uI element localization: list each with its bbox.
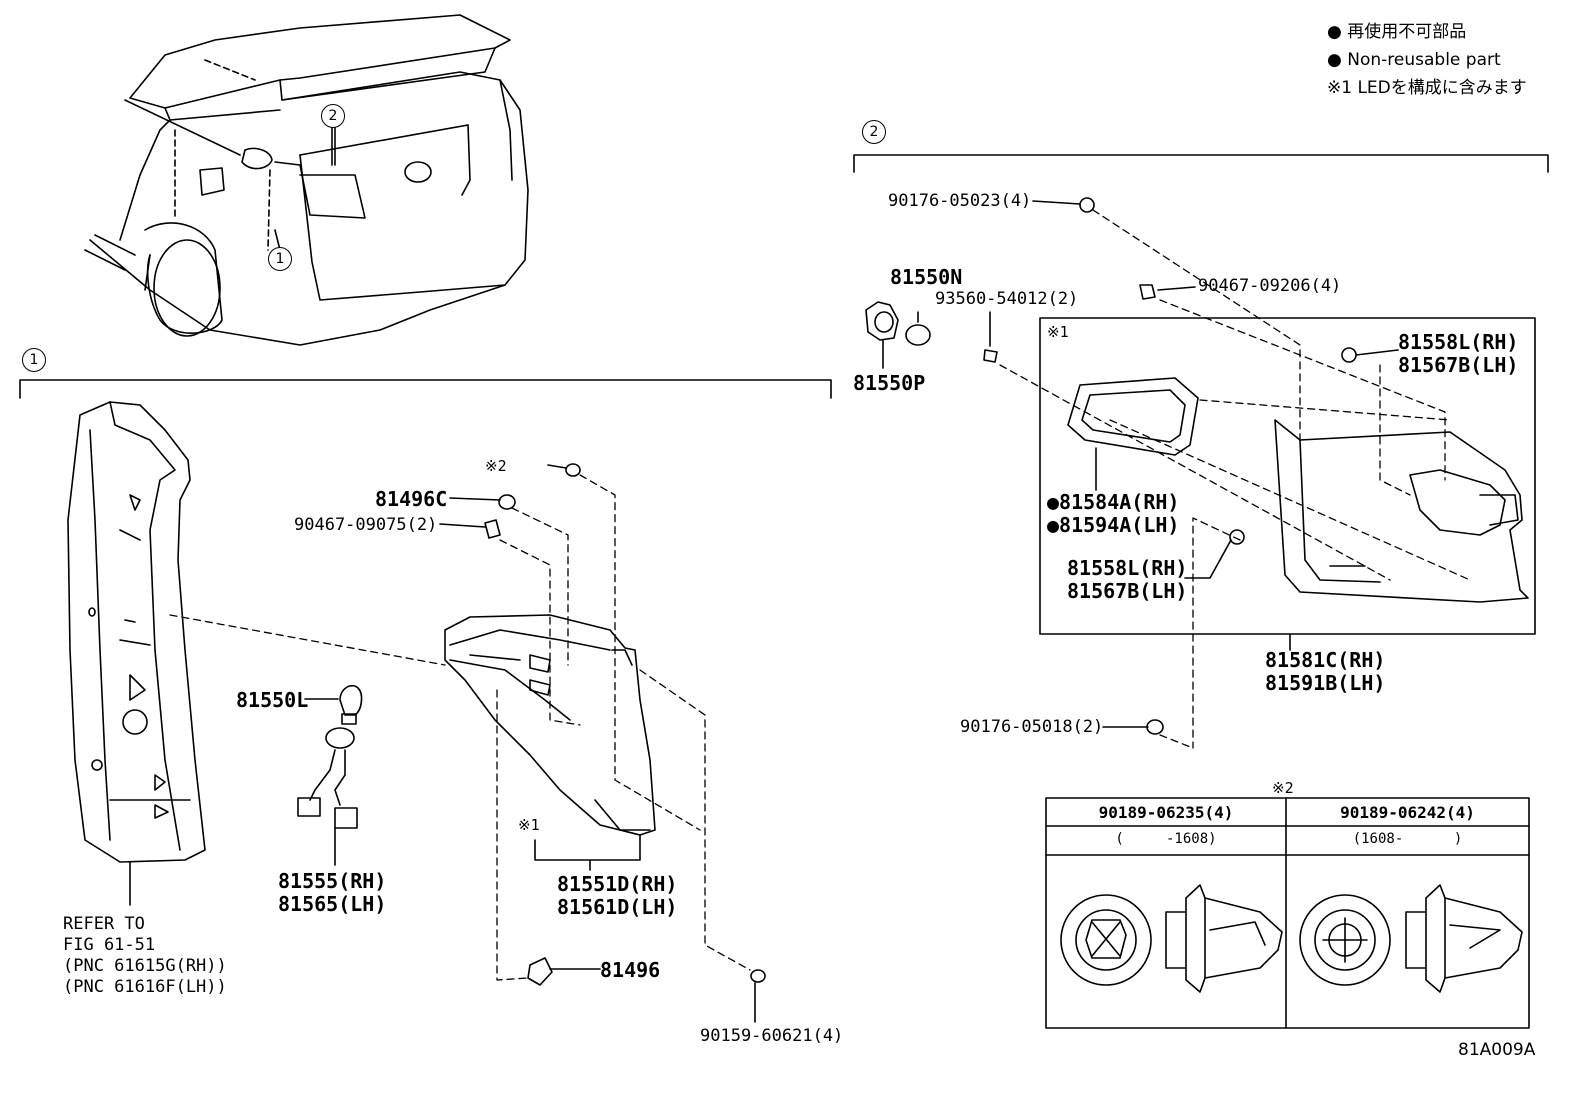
- part-label-81558L-rh-a: 81558L(RH): [1398, 330, 1519, 354]
- part-label-81496: 81496: [600, 958, 661, 982]
- legend-en-text: Non-reusable part: [1347, 50, 1501, 70]
- callout-1-vehicle: 1: [268, 247, 292, 271]
- socket-81550P-illustration: [865, 301, 931, 346]
- part-label-90176-05023: 90176-05023(4): [888, 191, 1032, 211]
- vehicle-rear-illustration: [84, 14, 529, 346]
- part-label-81550N: 81550N: [890, 265, 963, 289]
- part-label-81581C: 81581C(RH): [1265, 648, 1386, 672]
- quarter-panel-illustration: [67, 401, 206, 863]
- lamp-81581C-illustration: [1274, 419, 1529, 603]
- part-label-81591B: 81591B(LH): [1265, 671, 1386, 695]
- fasteners-section1: [484, 463, 766, 986]
- part-label-81567B-lh-b: 81567B(LH): [1067, 579, 1188, 603]
- part-label-90467-09075: 90467-09075(2): [294, 515, 438, 535]
- part-label-81550L: 81550L: [236, 688, 309, 712]
- part-label-90176-05018: 90176-05018(2): [960, 717, 1104, 737]
- figure-id: 81A009A: [1458, 1040, 1536, 1060]
- note-ref-2-clip: ※2: [485, 457, 507, 475]
- legend-note-1: ※1 LEDを構成に含みます: [1327, 78, 1527, 98]
- table-col1-part: 90189-06235(4): [1098, 803, 1234, 822]
- part-label-81496C: 81496C: [375, 487, 448, 511]
- clip-table: [1045, 797, 1530, 1029]
- legend-ja-text: 再使用不可部品: [1347, 22, 1467, 42]
- legend-non-reusable-en: ● Non-reusable part: [1327, 50, 1501, 70]
- assembly-lines: [169, 209, 1471, 981]
- bulb-socket-illustration: [297, 684, 363, 829]
- part-label-81565: 81565(LH): [278, 892, 387, 916]
- table-col2-range: (1608- ): [1352, 831, 1463, 847]
- part-label-81594A: ●81594A(LH): [1047, 513, 1180, 537]
- part-label-81558L-rh-b: 81558L(RH): [1067, 556, 1188, 580]
- gasket-81584A-illustration: [1067, 377, 1199, 456]
- callout-1-section: 1: [22, 348, 46, 372]
- refer-line-1: REFER TO: [63, 914, 145, 934]
- table-col1-range: ( -1608): [1115, 831, 1217, 847]
- note-ref-2-table: ※2: [1272, 779, 1294, 797]
- table-col2-part: 90189-06242(4): [1340, 803, 1475, 822]
- part-label-81555: 81555(RH): [278, 869, 387, 893]
- part-label-90467-09206: 90467-09206(4): [1198, 276, 1342, 296]
- refer-line-2: FIG 61-51: [63, 935, 156, 955]
- callout-2-vehicle: 2: [321, 104, 345, 128]
- part-label-81584A: ●81584A(RH): [1047, 490, 1180, 514]
- note-ref-1-lamp: ※1: [518, 816, 540, 834]
- part-label-90159-60621: 90159-60621(4): [700, 1026, 844, 1046]
- part-label-93560-54012: 93560-54012(2): [935, 289, 1079, 309]
- note-ref-1-frame: ※1: [1047, 323, 1069, 341]
- legend-non-reusable-ja: ● 再使用不可部品: [1327, 22, 1467, 42]
- callout-2-section: 2: [862, 120, 886, 144]
- part-label-81561D: 81561D(LH): [557, 895, 678, 919]
- refer-line-4: (PNC 61616F(LH)): [63, 977, 227, 997]
- rear-combination-lamp-illustration: [444, 614, 656, 836]
- part-label-81551D: 81551D(RH): [557, 872, 678, 896]
- part-label-81567B-lh-a: 81567B(LH): [1398, 353, 1519, 377]
- refer-line-3: (PNC 61615G(RH)): [63, 956, 227, 976]
- part-label-81550P: 81550P: [853, 371, 926, 395]
